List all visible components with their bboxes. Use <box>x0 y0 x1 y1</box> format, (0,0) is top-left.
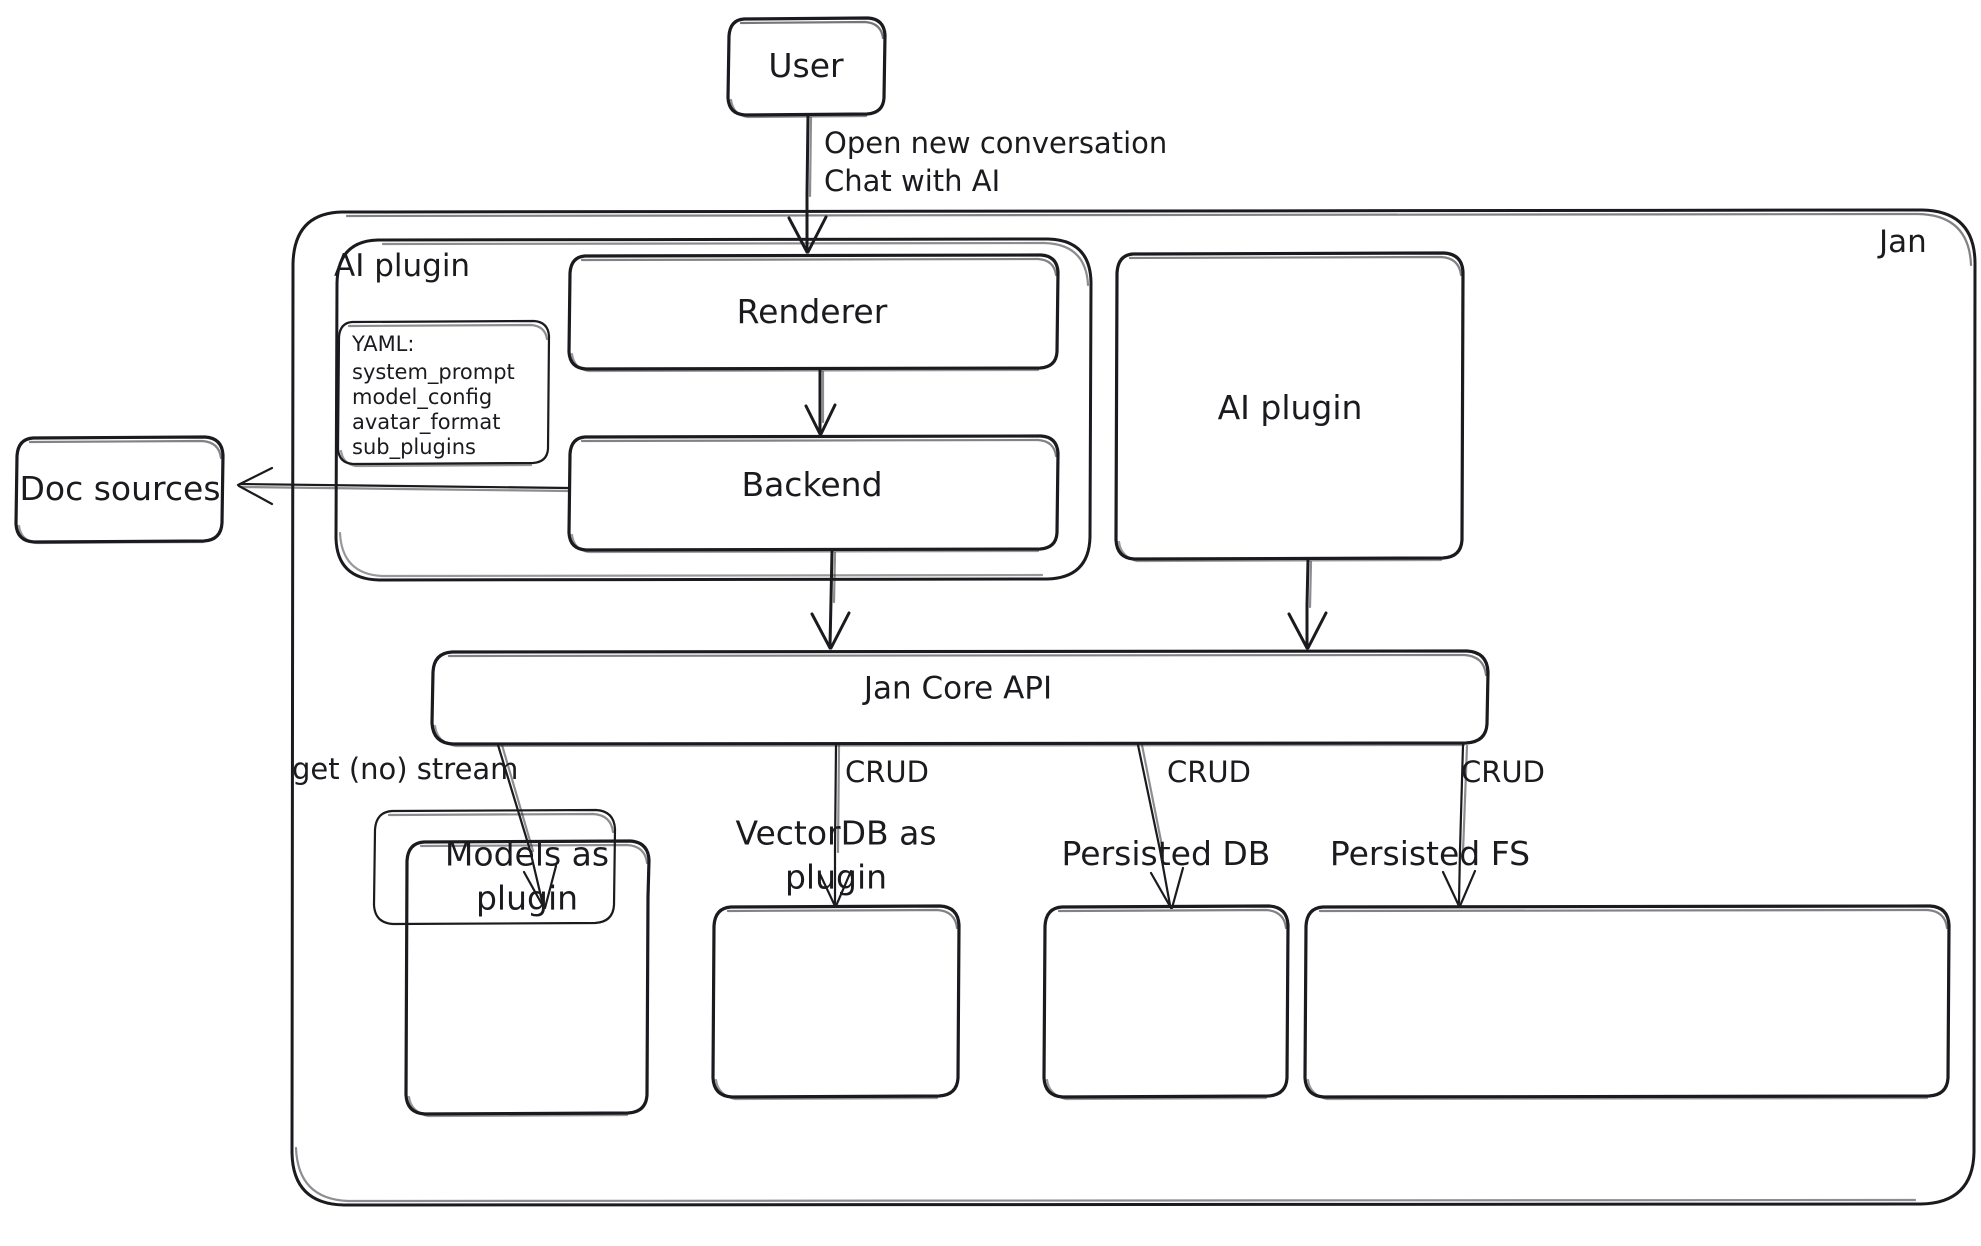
node-persisted-db-outline <box>1042 904 1290 1101</box>
node-models-plugin-outline <box>372 808 651 1118</box>
arrow-core-to-vectordb <box>817 743 853 908</box>
node-jan-core-api-outline <box>430 649 1490 748</box>
arrow-core-to-models <box>496 743 558 910</box>
arrow-core-to-persisted-fs <box>1441 743 1477 908</box>
arrow-backend-to-core-api <box>810 549 851 650</box>
arrow-user-to-renderer <box>787 114 828 254</box>
node-backend-outline <box>567 434 1060 554</box>
node-user-outline <box>726 16 887 119</box>
node-doc-sources-outline <box>14 435 225 545</box>
arrow-core-to-persisted-db <box>1136 743 1185 910</box>
arrow-renderer-to-backend <box>804 368 837 436</box>
arrow-ai-plugin-to-core-api <box>1287 558 1328 650</box>
group-jan-outline <box>290 208 1977 1207</box>
node-persisted-fs-outline <box>1303 904 1951 1101</box>
note-yaml-outline <box>336 319 551 468</box>
node-renderer-outline <box>567 253 1060 373</box>
group-ai-plugin-outline <box>334 237 1093 582</box>
node-ai-plugin-right-outline <box>1114 251 1465 563</box>
node-vectordb-plugin-outline <box>711 904 961 1101</box>
arrow-backend-to-doc-sources <box>236 466 571 506</box>
